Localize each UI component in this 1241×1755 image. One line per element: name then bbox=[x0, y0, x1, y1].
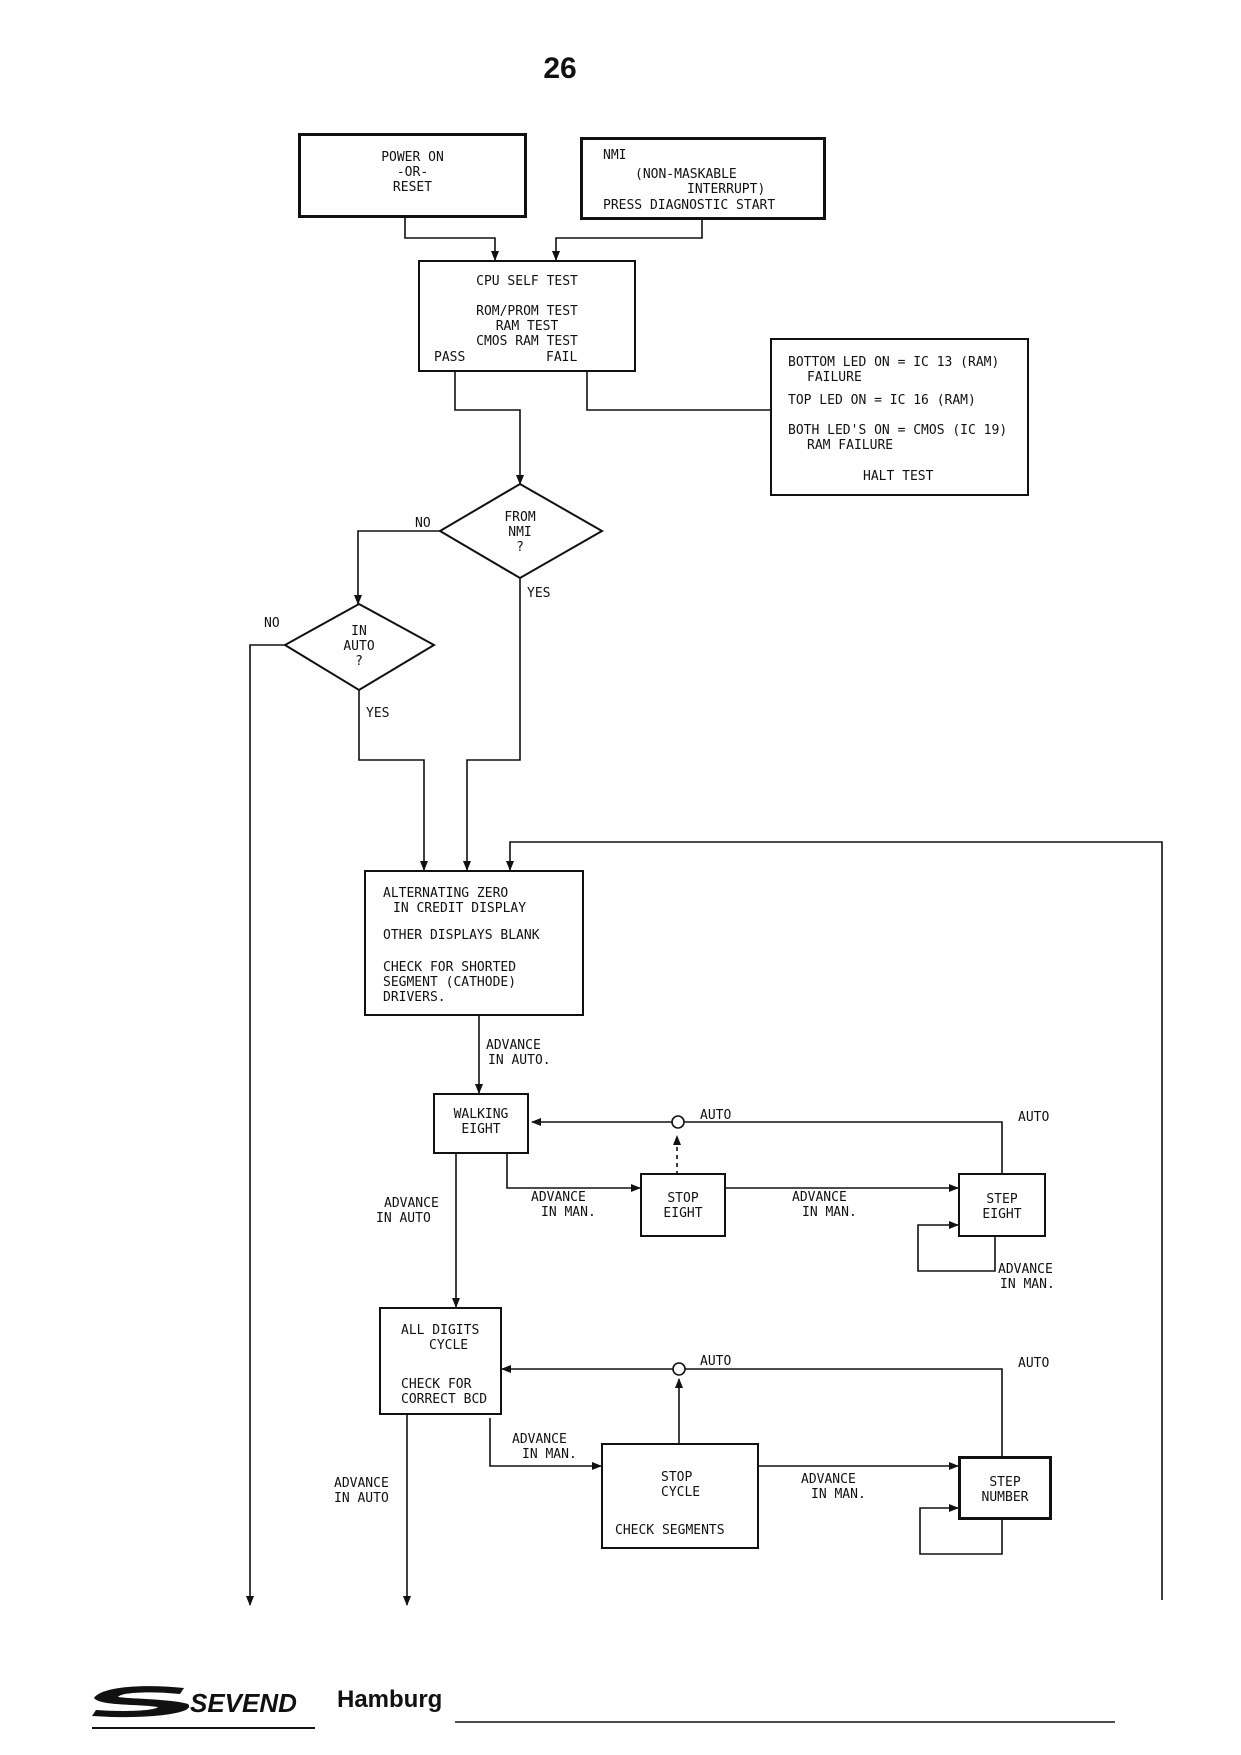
advance-in-auto-label-1: ADVANCE IN AUTO. bbox=[486, 1038, 551, 1068]
page-number: 26 bbox=[543, 52, 577, 85]
advance-in-man-label-3: ADVANCE IN MAN. bbox=[998, 1262, 1055, 1292]
auto-label-step-number: AUTO bbox=[1018, 1356, 1050, 1371]
advance-in-man-label-4: ADVANCE IN MAN. bbox=[512, 1432, 577, 1462]
advance-in-auto-label-3: ADVANCE IN AUTO bbox=[334, 1476, 389, 1506]
yes-label-from-nmi: YES bbox=[527, 586, 551, 601]
alternating-zero-box: ALTERNATING ZERO IN CREDIT DISPLAY OTHER… bbox=[364, 870, 584, 1016]
junction-all-digits bbox=[672, 1362, 686, 1376]
power-on-box: POWER ON -OR- RESET bbox=[298, 133, 527, 218]
all-digits-cycle-box: ALL DIGITS CYCLE CHECK FOR CORRECT BCD bbox=[379, 1307, 502, 1415]
brand-city: Hamburg bbox=[337, 1686, 443, 1713]
walking-eight-box: WALKING EIGHT bbox=[433, 1093, 529, 1154]
led-failure-box: BOTTOM LED ON = IC 13 (RAM) FAILURE TOP … bbox=[770, 338, 1029, 496]
logo-wordmark: SEVEND bbox=[190, 1688, 297, 1718]
no-label-from-nmi: NO bbox=[415, 516, 431, 531]
advance-in-man-label-2: ADVANCE IN MAN. bbox=[792, 1190, 857, 1220]
yes-label-in-auto: YES bbox=[366, 706, 390, 721]
decision-in-auto bbox=[283, 602, 437, 692]
cpu-self-test-title: CPU SELF TEST bbox=[476, 274, 578, 289]
stop-eight-box: STOP EIGHT bbox=[640, 1173, 726, 1237]
advance-in-man-label-1: ADVANCE IN MAN. bbox=[531, 1190, 596, 1220]
nmi-label: NMI bbox=[603, 148, 627, 163]
advance-in-auto-label-2: ADVANCE IN AUTO bbox=[376, 1196, 439, 1226]
no-label-in-auto: NO bbox=[264, 616, 280, 631]
fail-label: FAIL bbox=[546, 350, 578, 365]
sevend-logo: SEVEND bbox=[92, 1686, 297, 1718]
auto-label-step-eight: AUTO bbox=[1018, 1110, 1050, 1125]
decision-from-nmi bbox=[438, 482, 605, 580]
junction-walking-eight bbox=[671, 1115, 685, 1129]
step-eight-box: STEP EIGHT bbox=[958, 1173, 1046, 1237]
in-auto-text: IN AUTO ? bbox=[343, 624, 375, 669]
from-nmi-text: FROM NMI ? bbox=[504, 510, 536, 555]
auto-label-all-digits-junction: AUTO bbox=[700, 1354, 732, 1369]
cpu-self-test-box: CPU SELF TEST ROM/PROM TEST RAM TEST CMO… bbox=[418, 260, 636, 372]
stop-cycle-box: STOP CYCLE CHECK SEGMENTS bbox=[601, 1443, 759, 1549]
auto-label-walking-junction: AUTO bbox=[700, 1108, 732, 1123]
nmi-box: NMI (NON-MASKABLE INTERRUPT) PRESS DIAGN… bbox=[580, 137, 826, 220]
advance-in-man-label-5: ADVANCE IN MAN. bbox=[801, 1472, 866, 1502]
step-number-box: STEP NUMBER bbox=[958, 1456, 1052, 1520]
pass-label: PASS bbox=[434, 350, 466, 365]
